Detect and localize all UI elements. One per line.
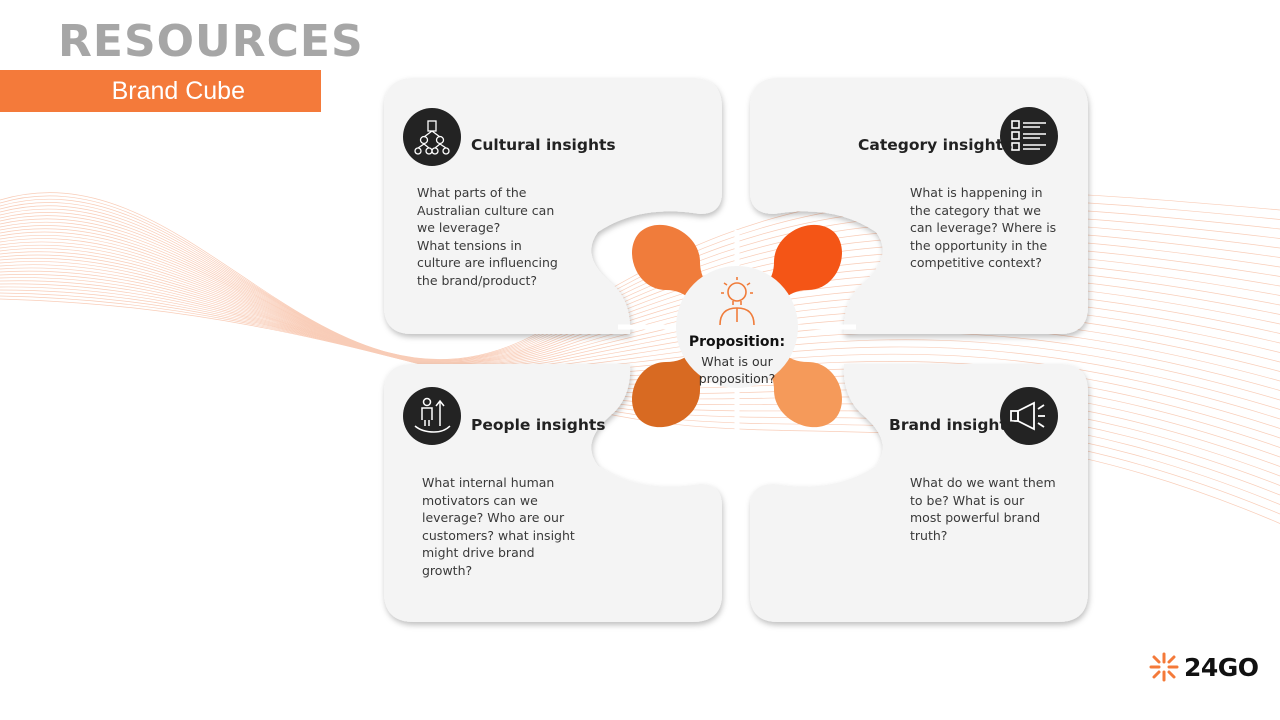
megaphone-icon <box>1000 387 1058 445</box>
card-cultural <box>384 78 722 334</box>
desc-people-insights: What internal human motivators can we le… <box>422 475 575 578</box>
card-people <box>384 364 722 622</box>
desc-brand-insights: What do we want them to be? What is our … <box>910 475 1056 543</box>
proposition-text: What is our proposition? <box>698 354 776 386</box>
subtitle-banner: Brand Cube <box>0 70 321 112</box>
people-network-icon <box>403 108 461 166</box>
starburst-logo-icon <box>1149 652 1179 682</box>
proposition-title: Proposition: <box>688 334 786 350</box>
page-title: RESOURCES <box>58 16 364 67</box>
center-circle <box>676 266 798 388</box>
checklist-icon <box>1000 107 1058 165</box>
subtitle-text: Brand Cube <box>111 76 245 105</box>
label-category-insights: Category insights <box>858 136 1013 154</box>
brand-logo: 24GO <box>1148 650 1268 684</box>
label-cultural-insights: Cultural insights <box>471 136 616 154</box>
logo-text: 24GO <box>1184 652 1259 682</box>
lightbulb-person-icon <box>719 277 755 326</box>
label-brand-insights: Brand insights <box>889 416 1017 434</box>
label-people-insights: People insights <box>471 416 606 434</box>
person-growth-hand-icon <box>403 387 461 445</box>
desc-category-insights: What is happening in the category that w… <box>910 185 1057 271</box>
desc-cultural-insights: What parts of the Australian culture can… <box>417 185 558 288</box>
